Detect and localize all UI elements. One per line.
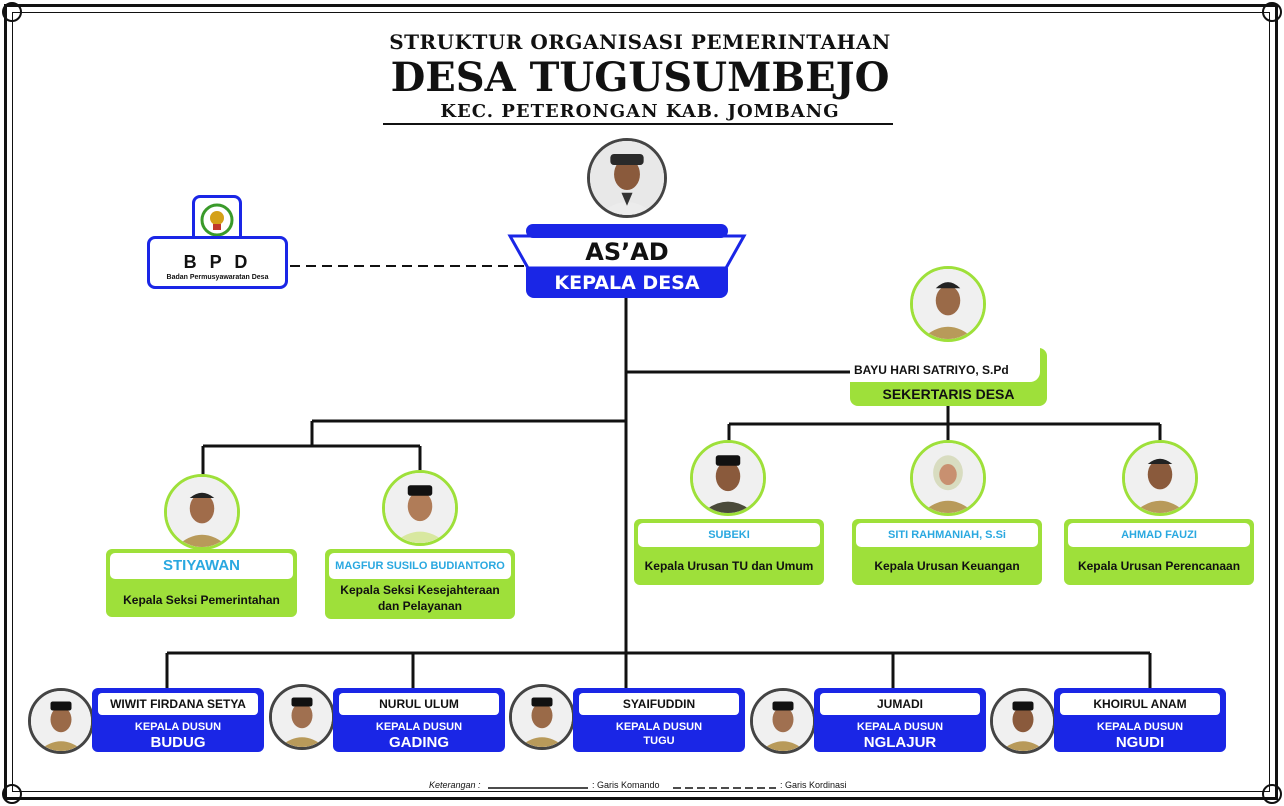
- legend-label: Keterangan :: [429, 780, 481, 790]
- kadus-place: NGLAJUR: [863, 734, 937, 751]
- kaur-name: AHMAD FAUZI: [1068, 523, 1250, 547]
- sekretaris-name: BAYU HARI SATRIYO, S.Pd: [850, 348, 1040, 382]
- kasi-role: Kepala Seksi Pemerintahan: [123, 593, 280, 607]
- corner-ornament: [1262, 784, 1282, 804]
- kadus-name: JUMADI: [820, 693, 980, 715]
- kepala-desa-name: AS’AD: [585, 238, 669, 266]
- avatar-sekretaris: [910, 266, 986, 342]
- legend-kordinasi: : Garis Kordinasi: [780, 780, 847, 790]
- kaur-name: SITI RAHMANIAH, S.Si: [856, 523, 1038, 547]
- sekretaris-role: SEKERTARIS DESA: [882, 386, 1015, 402]
- avatar-kadus: [750, 688, 816, 754]
- kaur-name: SUBEKI: [638, 523, 820, 547]
- kadus-card: KHOIRUL ANAM KEPALA DUSUN NGUDI: [1054, 688, 1226, 752]
- avatar-kasi-pemerintahan: [164, 474, 240, 550]
- person-photo-icon: [1125, 443, 1195, 513]
- kaur-card: SITI RAHMANIAH, S.Si Kepala Urusan Keuan…: [852, 519, 1042, 585]
- person-photo-icon: [590, 141, 664, 215]
- bpd-full-name: Badan Permusyawaratan Desa: [166, 274, 269, 281]
- avatar-kaur-keuangan: [910, 440, 986, 516]
- kasi-role-line1: Kepala Seksi Kesejahteraan: [340, 583, 500, 597]
- kaur-role: Kepala Urusan Perencanaan: [1077, 559, 1241, 573]
- avatar-kadus: [28, 688, 94, 754]
- person-photo-icon: [753, 691, 813, 751]
- kasi-card: STIYAWAN Kepala Seksi Pemerintahan: [106, 549, 297, 617]
- kasi-card: MAGFUR SUSILO BUDIANTORO Kepala Seksi Ke…: [325, 549, 515, 619]
- person-photo-icon: [913, 269, 983, 339]
- avatar-kaur-tu: [690, 440, 766, 516]
- person-photo-icon: [993, 691, 1053, 751]
- kaur-role: Kepala Urusan TU dan Umum: [644, 559, 814, 573]
- avatar-kadus: [269, 684, 335, 750]
- kadus-place: NGUDI: [1115, 734, 1165, 751]
- kaur-card: SUBEKI Kepala Urusan TU dan Umum: [634, 519, 824, 585]
- corner-ornament: [1262, 2, 1282, 22]
- person-photo-icon: [913, 443, 983, 513]
- kadus-card: WIWIT FIRDANA SETYA KEPALA DUSUN BUDUG: [92, 688, 264, 752]
- avatar-kadus: [990, 688, 1056, 754]
- corner-ornament: [2, 2, 22, 22]
- kepala-desa-role: KEPALA DESA: [526, 268, 728, 298]
- kadus-role: KEPALA DUSUN: [134, 721, 222, 733]
- avatar-kaur-perencanaan: [1122, 440, 1198, 516]
- inner-frame: [12, 12, 1270, 792]
- kadus-role: KEPALA DUSUN: [615, 721, 703, 733]
- header-district: KEC. PETERONGAN KAB. JOMBANG: [440, 101, 840, 122]
- kadus-role: KEPALA DUSUN: [856, 721, 944, 733]
- kadus-place: GADING: [389, 734, 449, 751]
- kadus-card: NURUL ULUM KEPALA DUSUN GADING: [333, 688, 505, 752]
- kaur-card: AHMAD FAUZI Kepala Urusan Perencanaan: [1064, 519, 1254, 585]
- kadus-card: JUMADI KEPALA DUSUN NGLAJUR: [814, 688, 986, 752]
- kadus-name: NURUL ULUM: [339, 693, 499, 715]
- kadus-name: WIWIT FIRDANA SETYA: [98, 693, 258, 715]
- person-photo-icon: [512, 687, 572, 747]
- kasi-name: STIYAWAN: [110, 553, 293, 579]
- kasi-name: MAGFUR SUSILO BUDIANTORO: [329, 553, 511, 579]
- person-photo-icon: [385, 473, 455, 543]
- sekretaris-card: BAYU HARI SATRIYO, S.Pd SEKERTARIS DESA: [850, 348, 1047, 406]
- avatar-kasi-kesejahteraan: [382, 470, 458, 546]
- kadus-place: BUDUG: [150, 734, 206, 751]
- garuda-emblem-icon: [200, 203, 234, 237]
- person-photo-icon: [31, 691, 91, 751]
- header-village-name: DESA TUGUSUMBEJO: [390, 54, 890, 101]
- person-photo-icon: [693, 443, 763, 513]
- kadus-name: SYAIFUDDIN: [579, 693, 739, 715]
- kadus-card: SYAIFUDDIN KEPALA DUSUN TUGU: [573, 688, 745, 752]
- kadus-role: KEPALA DUSUN: [1096, 721, 1184, 733]
- kadus-role: KEPALA DUSUN: [375, 721, 463, 733]
- legend-komando: : Garis Komando: [592, 780, 660, 790]
- person-photo-icon: [272, 687, 332, 747]
- avatar-kepala-desa: [587, 138, 667, 218]
- header-line1: STRUKTUR ORGANISASI PEMERINTAHAN: [389, 30, 891, 54]
- corner-ornament: [2, 784, 22, 804]
- avatar-kadus: [509, 684, 575, 750]
- kadus-name: KHOIRUL ANAM: [1060, 693, 1220, 715]
- person-photo-icon: [167, 477, 237, 547]
- outer-frame: [4, 4, 1278, 800]
- header-underline: [383, 123, 893, 125]
- bpd-abbreviation: B P D: [183, 252, 252, 272]
- bpd-box: [147, 236, 288, 289]
- kaur-role: Kepala Urusan Keuangan: [874, 559, 1020, 573]
- kasi-role-line2: dan Pelayanan: [377, 599, 463, 613]
- kadus-place: TUGU: [643, 735, 675, 747]
